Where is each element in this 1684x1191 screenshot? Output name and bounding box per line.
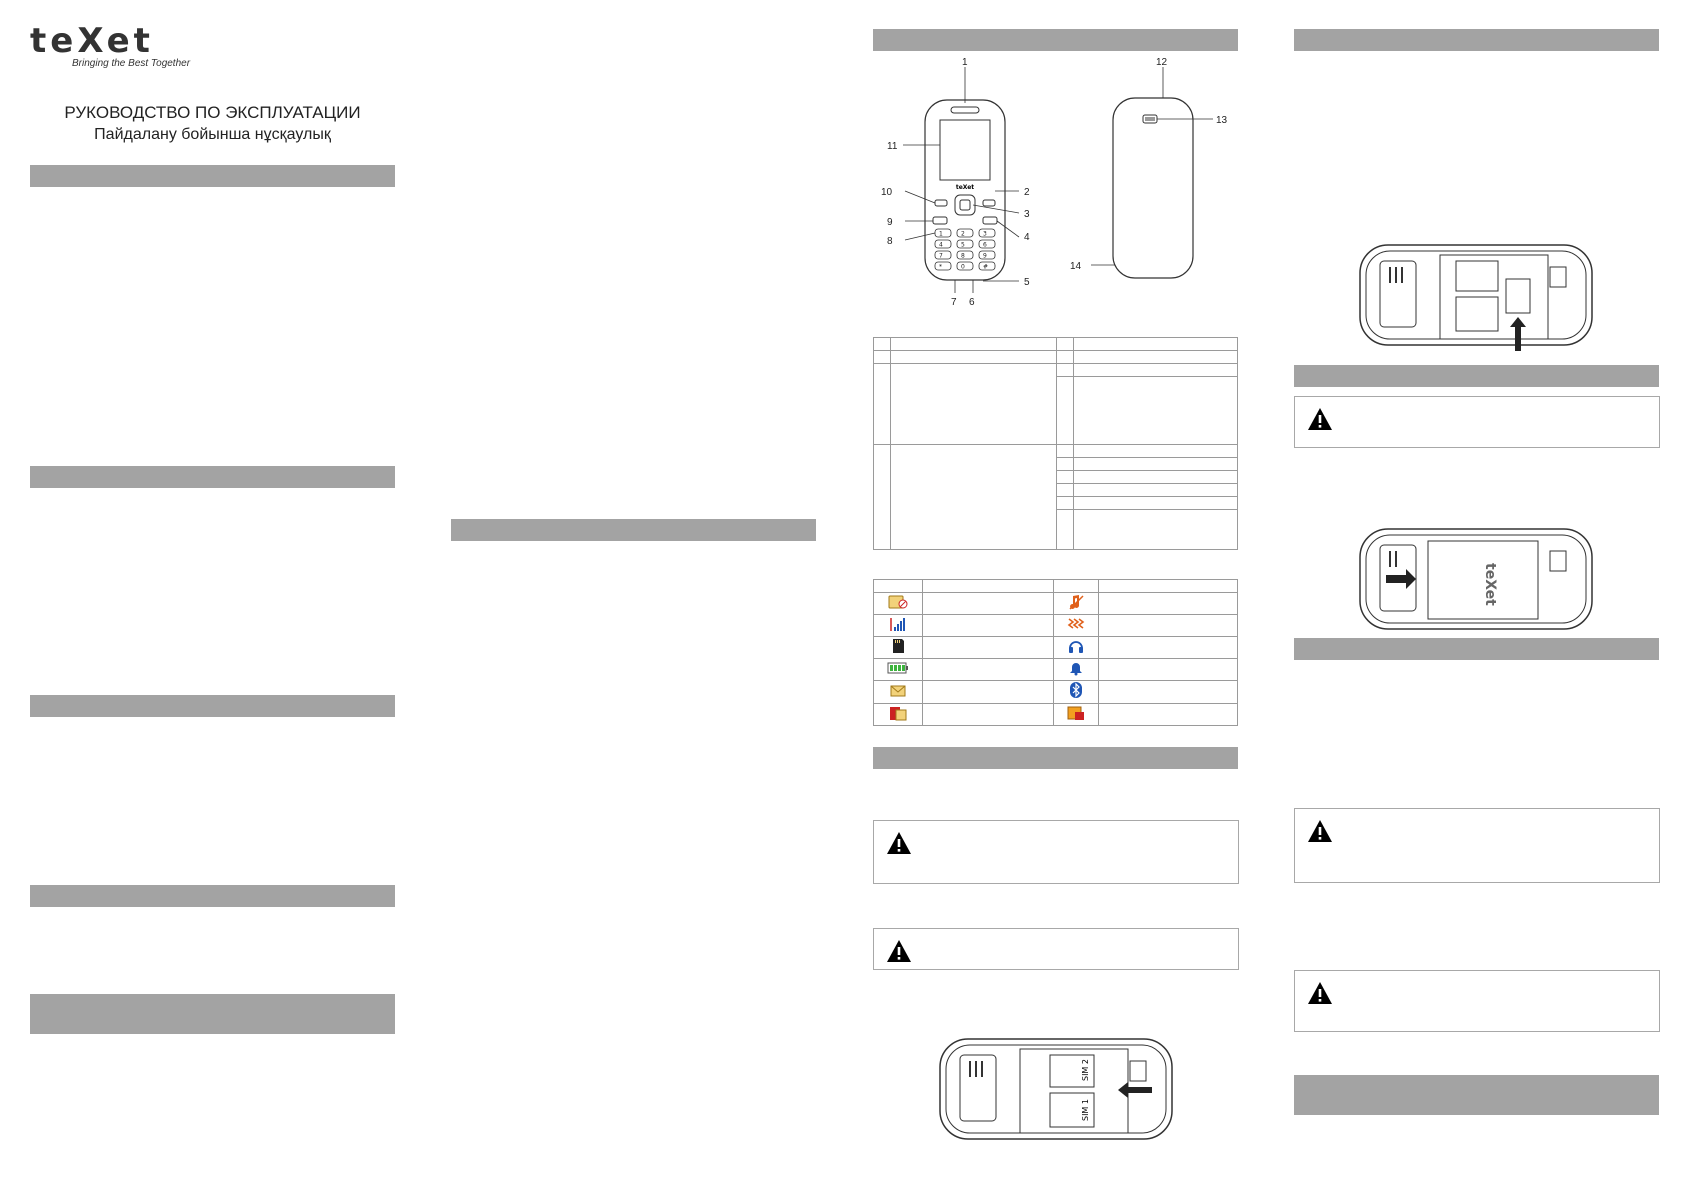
key-4: 4 <box>939 242 943 249</box>
section-bar <box>30 695 395 717</box>
warning-box <box>873 928 1239 970</box>
callout-3: 3 <box>1024 209 1030 220</box>
alarm-icon <box>1070 662 1082 675</box>
callout-6: 6 <box>969 297 975 308</box>
title-ru: РУКОВОДСТВО ПО ЭКСПЛУАТАЦИИ <box>64 103 361 122</box>
battery-icon <box>887 662 908 674</box>
section-bar <box>1294 638 1659 660</box>
keys-table <box>873 337 1238 550</box>
callout-14: 14 <box>1070 261 1082 272</box>
callout-1: 1 <box>962 57 968 68</box>
brand-tagline: Bringing the Best Together <box>72 58 191 69</box>
warning-box <box>873 820 1239 884</box>
key-5: 5 <box>961 242 965 249</box>
warning-box <box>1294 970 1660 1032</box>
warning-icon <box>1308 982 1332 1004</box>
warning-icon <box>887 832 911 854</box>
key-8: 8 <box>961 253 965 260</box>
section-bar <box>30 165 395 187</box>
bluetooth-icon <box>1070 682 1082 698</box>
phone-brand-text: teXet <box>956 184 974 191</box>
section-bar <box>1294 29 1659 51</box>
callout-13: 13 <box>1216 115 1228 126</box>
callout-12: 12 <box>1156 57 1168 68</box>
battery-illustration: teXet <box>1359 528 1593 630</box>
key-2: 2 <box>961 231 965 238</box>
section-bar <box>1294 1075 1659 1115</box>
key-7: 7 <box>939 253 943 260</box>
silent-mode-icon <box>1069 594 1084 610</box>
callout-4: 4 <box>1024 232 1030 243</box>
section-bar <box>873 747 1238 769</box>
sim2-label: SIM 2 <box>1081 1059 1090 1081</box>
key-0: 0 <box>961 264 965 271</box>
memory-card-illustration <box>1359 244 1593 351</box>
memory-card-icon <box>893 638 904 653</box>
section-bar <box>30 994 395 1034</box>
section-bar <box>1294 365 1659 387</box>
sim1-active-icon <box>890 706 907 720</box>
battery-brand-text: teXet <box>1482 563 1498 606</box>
icons-table <box>873 579 1238 726</box>
warning-box <box>1294 808 1660 883</box>
key-1: 1 <box>939 231 943 238</box>
section-bar <box>451 519 816 541</box>
key-9: 9 <box>983 253 987 260</box>
callout-7: 7 <box>951 297 957 308</box>
headset-icon <box>1069 640 1083 653</box>
vibration-icon <box>1067 617 1085 629</box>
warning-box <box>1294 396 1660 448</box>
key-star: * <box>939 264 942 271</box>
section-bar <box>30 466 395 488</box>
section-bar <box>873 29 1238 51</box>
callout-5: 5 <box>1024 277 1030 288</box>
callout-2: 2 <box>1024 187 1030 198</box>
callout-10: 10 <box>881 187 893 198</box>
key-6: 6 <box>983 242 987 249</box>
brand-logo: teXet <box>30 21 154 61</box>
title-kz: Пайдалану бойынша нұсқаулық <box>94 126 331 143</box>
callout-11: 11 <box>887 141 898 152</box>
key-hash: # <box>983 264 988 271</box>
warning-icon <box>887 940 911 962</box>
sim1-label: SIM 1 <box>1081 1099 1090 1121</box>
sim-insertion-illustration: SIM 2 SIM 1 <box>939 1038 1173 1140</box>
section-bar <box>30 885 395 907</box>
callout-9: 9 <box>887 217 893 228</box>
message-icon <box>890 685 906 696</box>
warning-icon <box>1308 408 1332 430</box>
warning-icon <box>1308 820 1332 842</box>
key-3: 3 <box>983 231 987 238</box>
phone-diagram: teXet 1 2 3 4 5 6 7 8 9 * 0 # <box>881 57 1228 308</box>
missed-call-icon <box>1067 706 1084 720</box>
signal-strength-icon <box>890 617 905 631</box>
callout-8: 8 <box>887 236 893 247</box>
sim-blocked-icon <box>888 595 908 609</box>
